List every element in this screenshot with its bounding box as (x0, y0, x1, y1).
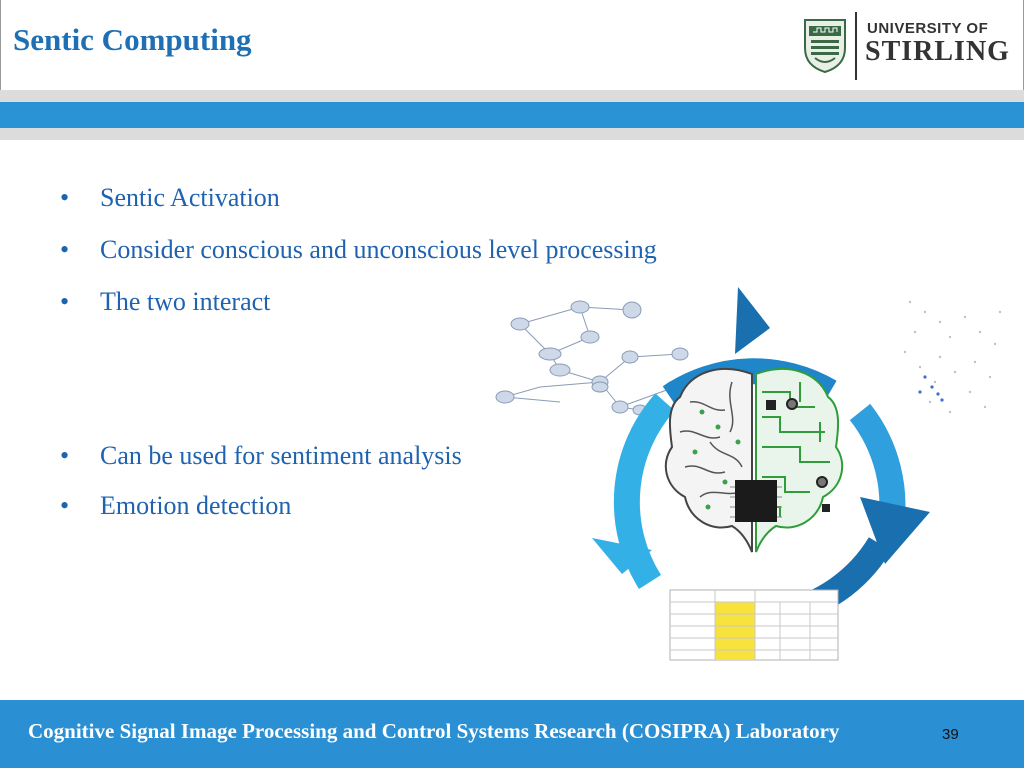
page-number: 39 (942, 726, 959, 743)
footer-lab-name: Cognitive Signal Image Processing and Co… (28, 719, 840, 743)
processor-chip-icon (735, 480, 777, 522)
semantic-network-graphic (504, 306, 681, 411)
slide-title: Sentic Computing (13, 22, 252, 57)
slide-footer: Cognitive Signal Image Processing and Co… (0, 700, 1024, 768)
bullet-item: •Emotion detection (60, 491, 292, 520)
slide-header: Sentic Computing UNIVERSITY OF STIRLING (0, 0, 1024, 90)
header-band-grey-bottom (0, 128, 1024, 140)
scatter-cloud-graphic (903, 300, 1002, 414)
chip-icon (766, 400, 776, 410)
bullet-text: The two interact (100, 287, 271, 316)
university-logo: UNIVERSITY OF STIRLING (801, 10, 1011, 82)
header-band-grey-top (0, 90, 1024, 102)
crest-icon (804, 19, 846, 74)
header-band-blue (0, 102, 1024, 128)
bullet-text: Consider conscious and unconscious level… (100, 235, 657, 264)
sentic-illustration (495, 287, 1002, 661)
scatter-highlights (918, 375, 944, 402)
logo-line1: UNIVERSITY OF (867, 20, 989, 37)
logo-divider (855, 12, 857, 80)
table-graphic (669, 589, 839, 661)
brain-graphic (664, 367, 844, 553)
bullet-text: Can be used for sentiment analysis (100, 441, 462, 470)
bullet-item: •Sentic Activation (60, 183, 280, 212)
bullet-item: •The two interact (60, 287, 271, 316)
bullet-text: Emotion detection (100, 491, 292, 520)
bullet-item: •Consider conscious and unconscious leve… (60, 235, 657, 264)
bullet-item: •Can be used for sentiment analysis (60, 441, 462, 470)
bullet-text: Sentic Activation (100, 183, 280, 212)
logo-line2: STIRLING (865, 36, 1010, 67)
